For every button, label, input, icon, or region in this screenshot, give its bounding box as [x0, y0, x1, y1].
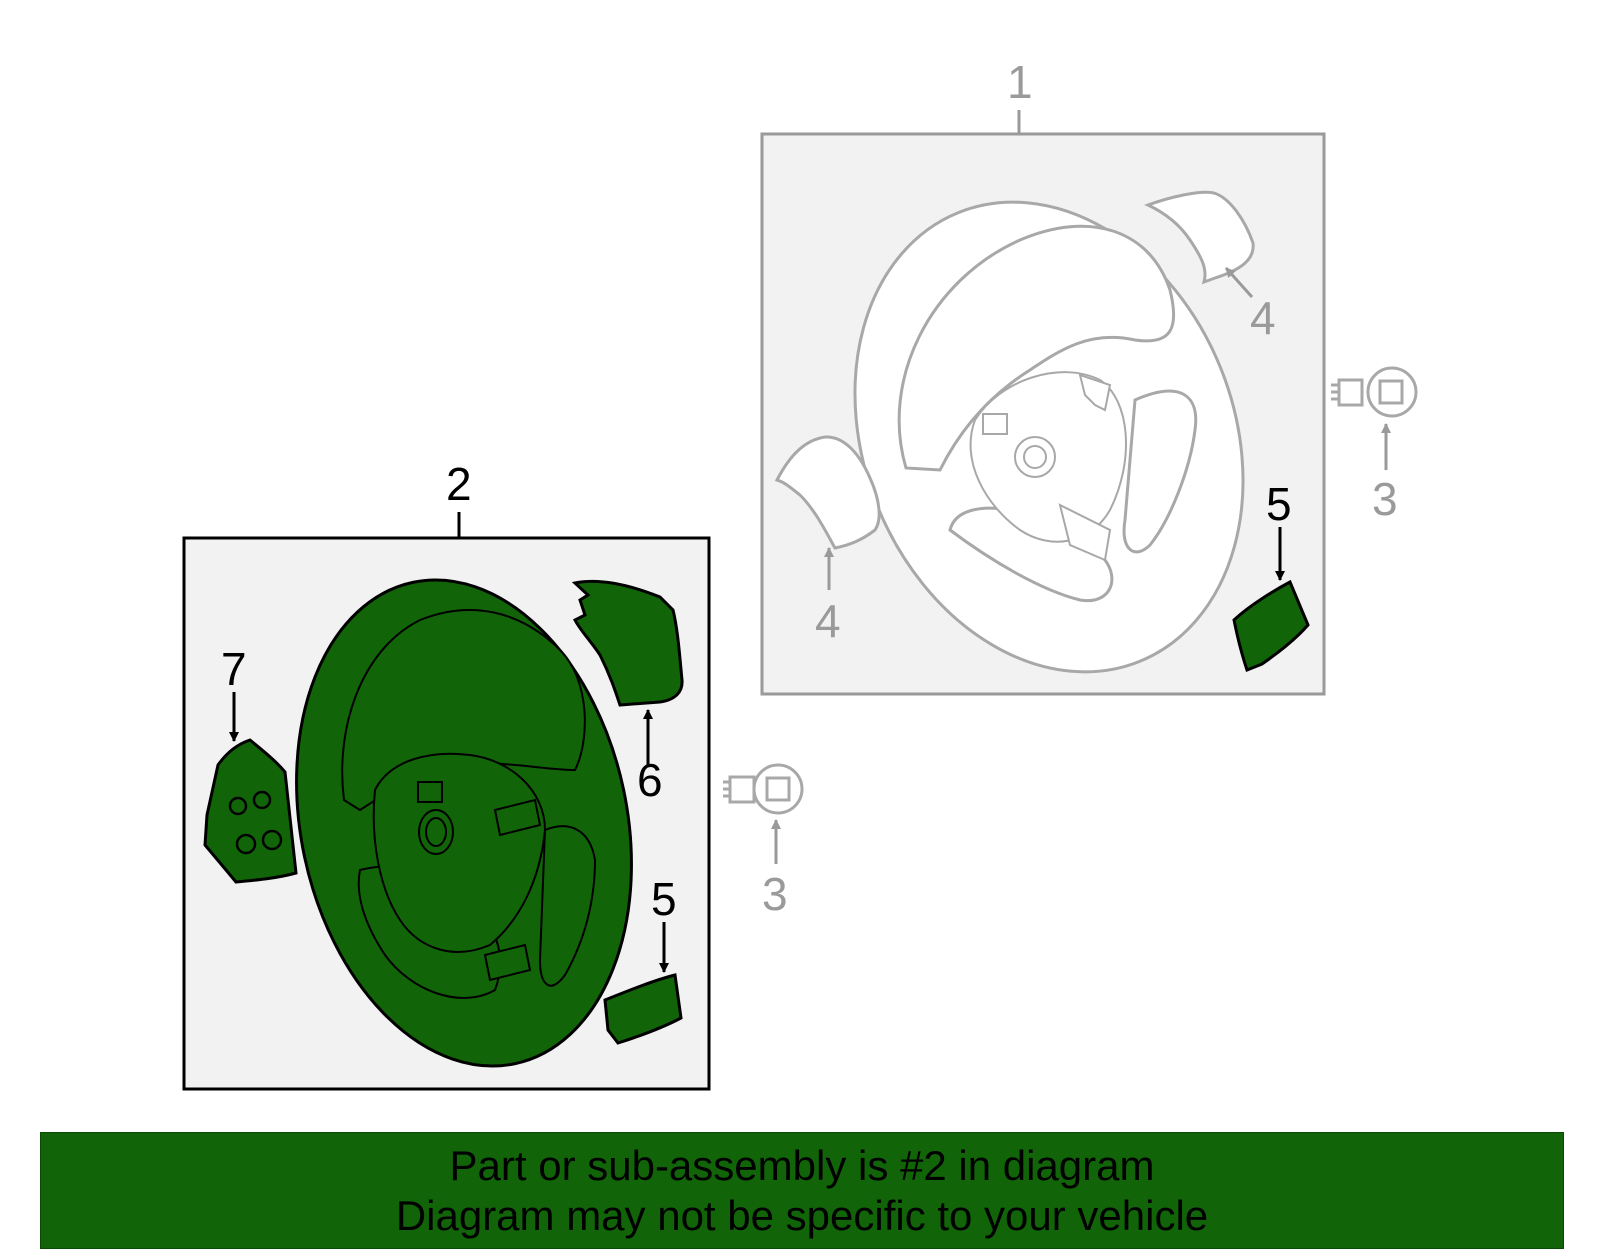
- callout-3-middle-label: 3: [762, 868, 788, 920]
- assembly-1-group: [760, 110, 1326, 696]
- callout-6-label: 6: [637, 754, 663, 806]
- banner-line-1: Part or sub-assembly is #2 in diagram: [449, 1141, 1155, 1189]
- callout-4-upper-label: 4: [1250, 292, 1276, 344]
- cover-4-upper: [1144, 190, 1255, 285]
- disclaimer-banner: Part or sub-assembly is #2 in diagram Di…: [40, 1132, 1564, 1249]
- steering-wheel-ghost: [853, 200, 1245, 674]
- callout-4-upper-arrow: [1224, 266, 1254, 299]
- steering-wheel-assembly: [295, 578, 633, 1068]
- callout-7-label: 7: [221, 643, 247, 695]
- switch-7-buttons: [228, 790, 283, 855]
- callout-3-right-label: 3: [1372, 473, 1398, 525]
- callout-1-label: 1: [1007, 56, 1033, 108]
- bolt-3-middle: [723, 763, 804, 815]
- bolt-3-right: [1331, 366, 1418, 418]
- bezel-5-right: [1232, 579, 1310, 672]
- assembly-2-group: [182, 512, 711, 1091]
- callout-4-lower-label: 4: [815, 595, 841, 647]
- bezel-5-left: [603, 973, 683, 1045]
- cover-6: [571, 579, 684, 707]
- banner-line-2: Diagram may not be specific to your vehi…: [395, 1191, 1209, 1239]
- cover-4-lower: [774, 435, 881, 550]
- callout-5-right-label: 5: [1266, 478, 1292, 530]
- callout-5-left-label: 5: [651, 873, 677, 925]
- callout-2-label: 2: [446, 458, 472, 510]
